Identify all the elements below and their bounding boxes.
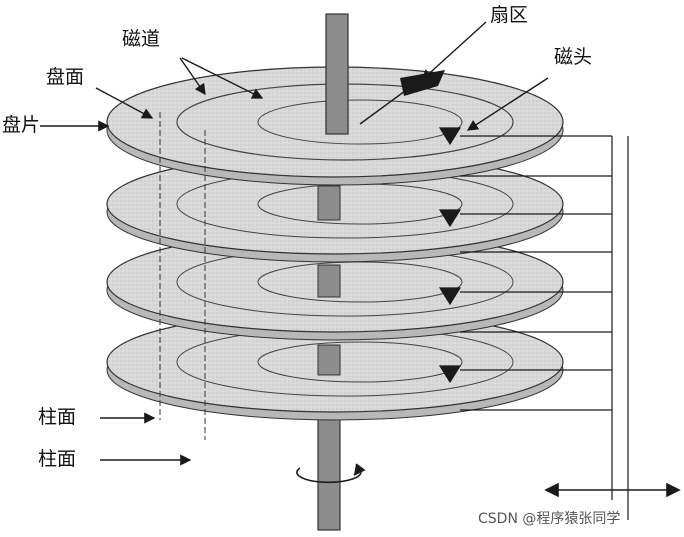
platter-label: 盘片 <box>2 116 40 135</box>
sector-label: 扇区 <box>490 6 528 25</box>
cylinder-label-1: 柱面 <box>38 408 76 427</box>
watermark: CSDN @程序猿张同学 <box>478 512 620 526</box>
track-label: 磁道 <box>122 30 160 49</box>
head-label: 磁头 <box>554 48 592 67</box>
platter-surface-label: 盘面 <box>46 68 84 87</box>
cylinder-label-2: 柱面 <box>38 450 76 469</box>
spindle-upper <box>326 14 348 134</box>
